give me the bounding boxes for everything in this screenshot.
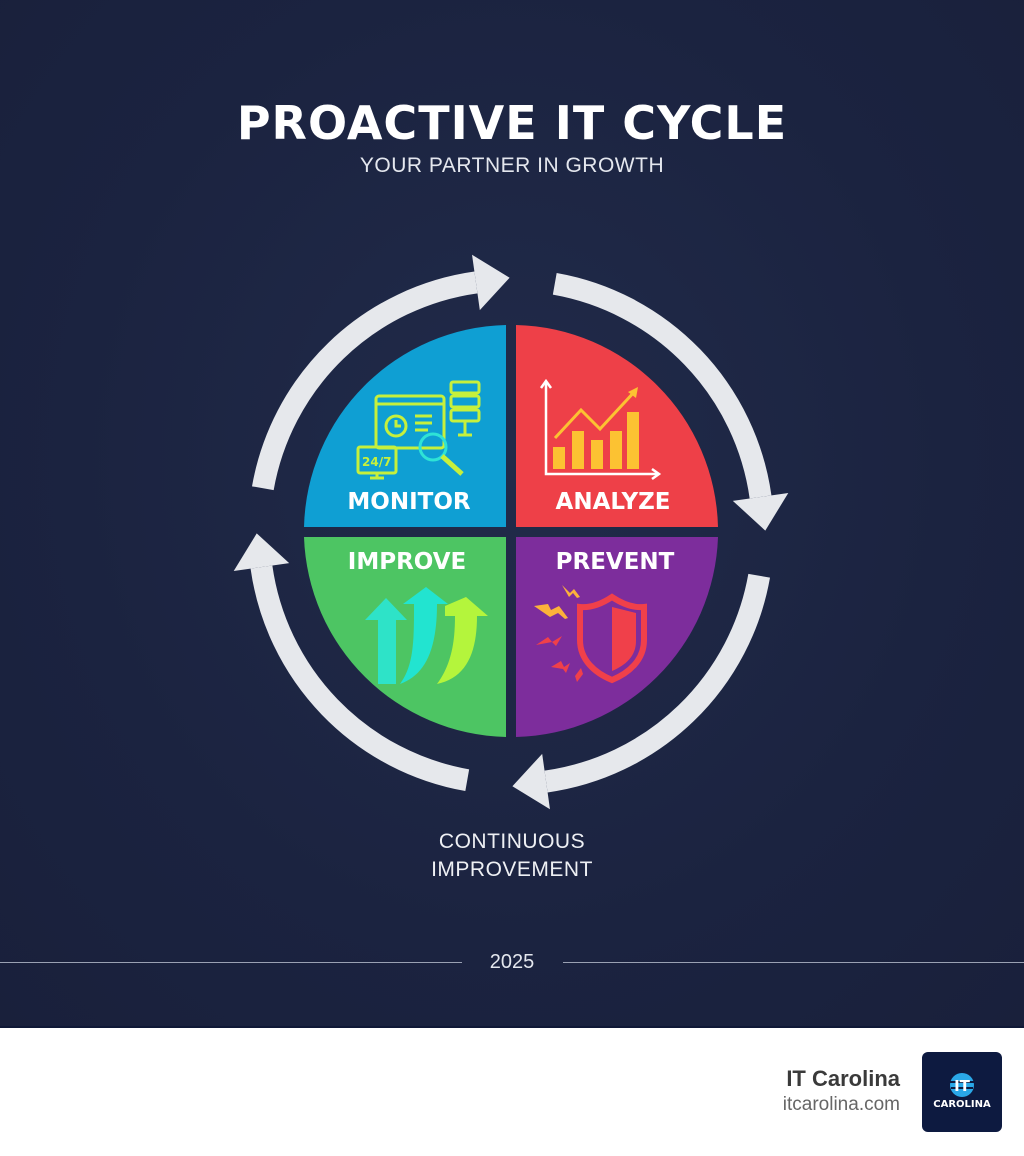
- quadrant-analyze: [516, 325, 718, 527]
- arrowhead-icon: [233, 533, 290, 571]
- arrow-monitor-to-analyze: [552, 272, 772, 499]
- year-label: 2025: [489, 951, 535, 973]
- cycle-diagram: 24/7 MONITOR ANALYZE IMPROVE PREVENT: [233, 254, 789, 810]
- lightning-bolts-icon: [534, 585, 583, 682]
- arrow-improve-to-monitor: [251, 271, 478, 491]
- bar-chart-trend-icon: [539, 378, 662, 481]
- svg-text:IT: IT: [954, 1077, 971, 1095]
- upward-arrows-icon: [365, 587, 488, 684]
- page-title: PROACTIVE IT CYCLE: [236, 96, 788, 150]
- arrow-prevent-to-improve: [250, 565, 470, 792]
- caption-line-2: IMPROVEMENT: [431, 858, 593, 881]
- divider-right: [563, 962, 1024, 963]
- page-subtitle: YOUR PARTNER IN GROWTH: [359, 154, 665, 177]
- monitor-badge: 24/7: [362, 455, 391, 469]
- arrowhead-icon: [472, 254, 510, 311]
- label-analyze: ANALYZE: [556, 489, 671, 515]
- footer-bar: [0, 1026, 1024, 1156]
- label-prevent: PREVENT: [556, 549, 675, 575]
- quadrant-improve: [304, 537, 506, 737]
- logo-text: CAROLINA: [933, 1099, 991, 1110]
- poster-background: [0, 0, 1024, 1026]
- brand-name: IT Carolina: [786, 1066, 900, 1091]
- brand-logo: IT CAROLINA: [922, 1052, 1002, 1132]
- brand-block: IT Carolina itcarolina.com: [783, 1066, 900, 1116]
- caption-line-1: CONTINUOUS: [438, 830, 586, 853]
- label-improve: IMPROVE: [348, 549, 466, 575]
- arrow-analyze-to-prevent: [544, 573, 771, 793]
- cycle-caption: CONTINUOUS IMPROVEMENT: [0, 828, 1024, 884]
- monitoring-dashboard-icon: [356, 380, 481, 480]
- logo-globe-icon: IT CAROLINA: [933, 1073, 991, 1110]
- divider-left: [0, 962, 462, 963]
- arrowhead-icon: [732, 493, 789, 531]
- cycle-ring: [233, 254, 789, 810]
- label-monitor: MONITOR: [347, 489, 470, 515]
- shield-icon: [577, 593, 647, 684]
- brand-url[interactable]: itcarolina.com: [782, 1094, 900, 1115]
- arrowhead-icon: [512, 753, 550, 810]
